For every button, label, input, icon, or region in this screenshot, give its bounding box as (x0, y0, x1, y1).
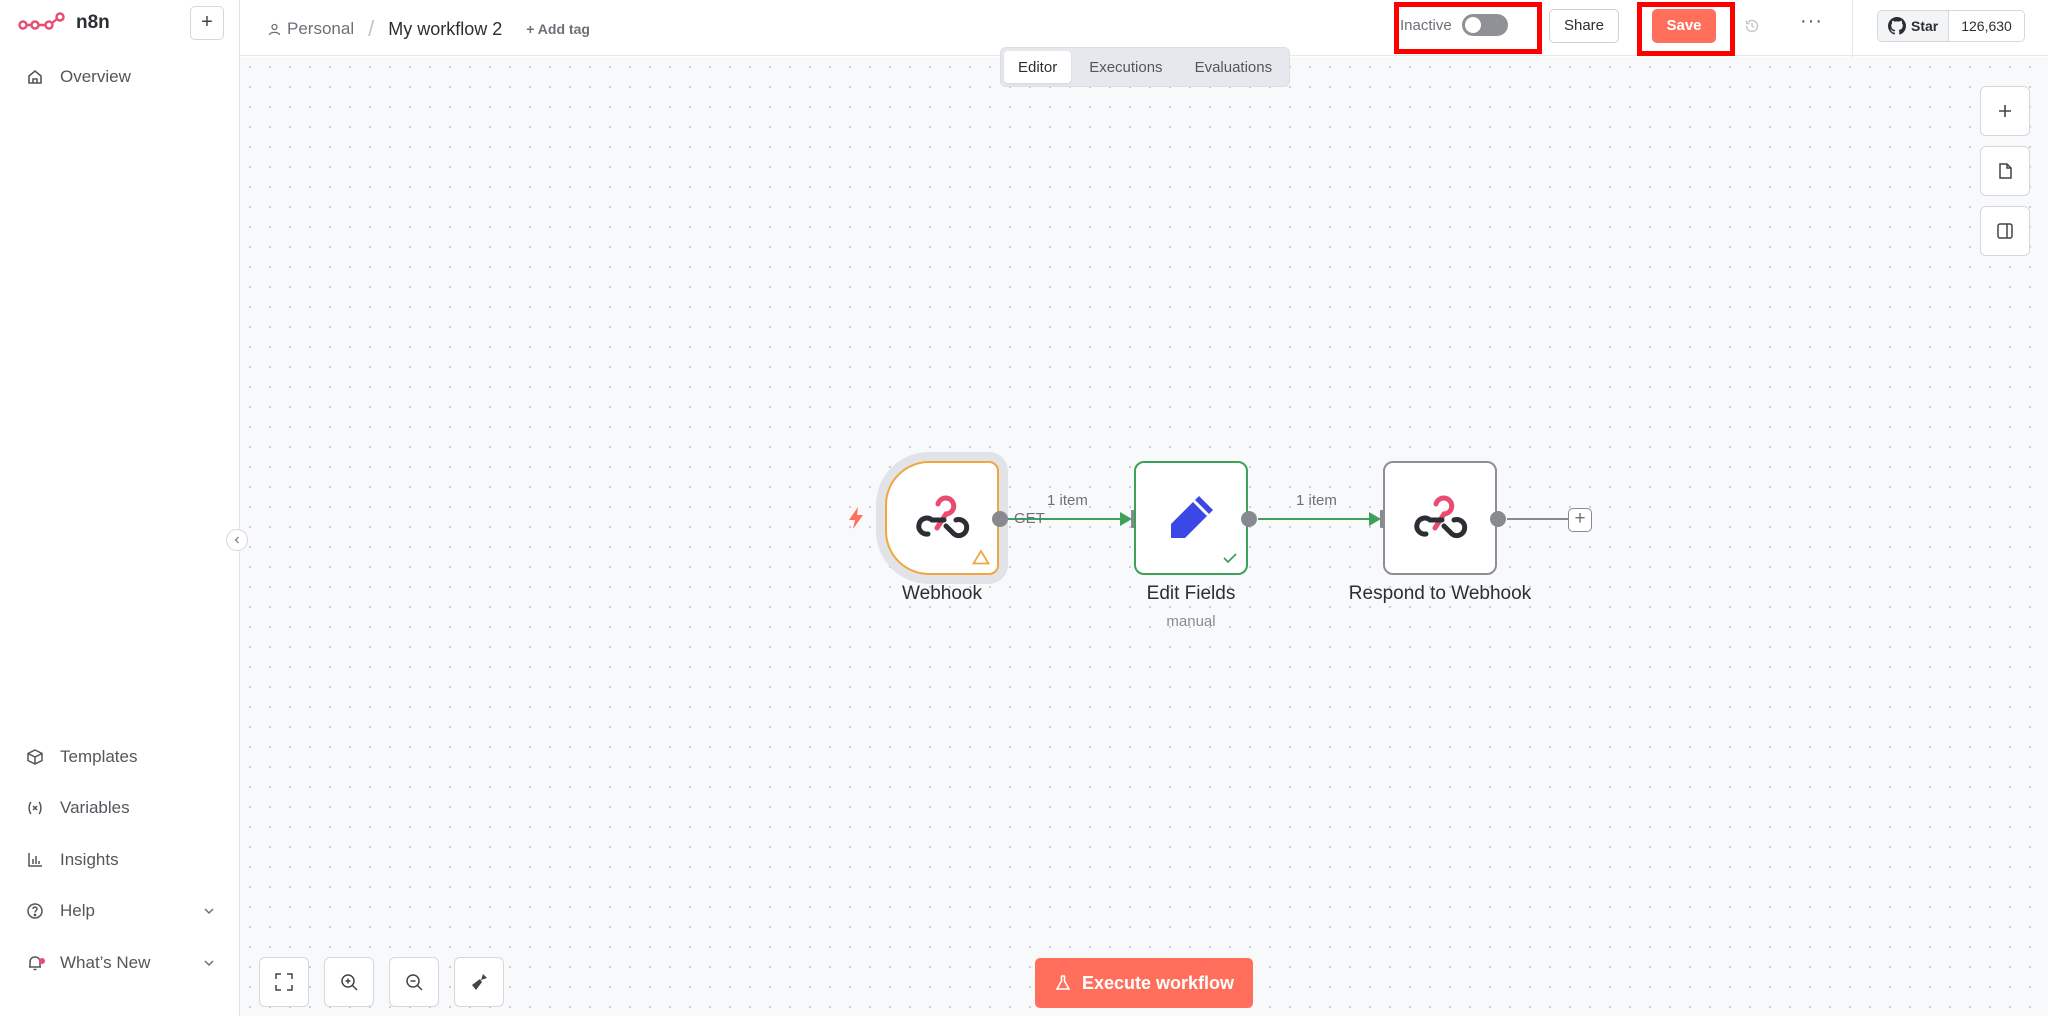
share-button[interactable]: Share (1549, 9, 1619, 43)
output-port[interactable] (1490, 511, 1506, 527)
box-icon (26, 748, 44, 766)
save-button[interactable]: Save (1652, 9, 1716, 43)
node-respond-to-webhook[interactable] (1383, 461, 1497, 575)
active-toggle[interactable] (1461, 14, 1508, 36)
github-star-count: 126,630 (1949, 11, 2024, 41)
pencil-icon (1171, 496, 1213, 538)
sidebar-item-whats-new[interactable]: What’s New (26, 948, 216, 978)
broom-icon (472, 974, 487, 990)
app-logo[interactable]: n8n (18, 10, 110, 36)
execute-workflow-button[interactable]: Execute workflow (1035, 958, 1253, 1008)
output-port[interactable] (1241, 511, 1257, 527)
user-icon (268, 23, 281, 35)
tidy-up-button[interactable] (454, 957, 504, 1007)
breadcrumb-separator: / (368, 16, 375, 41)
sidebar-item-help[interactable]: Help (26, 896, 216, 926)
node-webhook[interactable] (885, 461, 999, 575)
fit-view-icon (275, 973, 293, 991)
connection-label: 1 item (1047, 492, 1088, 509)
sidebar-item-insights[interactable]: Insights (26, 845, 216, 875)
plus-icon (1999, 105, 2011, 117)
sidebar: n8n + Overview Templates Variables Insig… (0, 0, 240, 1016)
add-tag-button[interactable]: + Add tag (526, 21, 590, 37)
sidebar-item-label: Variables (60, 798, 130, 817)
github-star-button[interactable]: Star (1878, 11, 1950, 41)
create-button[interactable]: + (190, 6, 224, 40)
add-next-node-button[interactable]: + (1568, 508, 1592, 532)
active-status-label: Inactive (1400, 16, 1452, 34)
execute-workflow-label: Execute workflow (1081, 972, 1235, 993)
zoom-in-button[interactable] (324, 957, 374, 1007)
sidebar-collapse-button[interactable] (226, 529, 248, 551)
panel-icon (1997, 223, 2013, 239)
chevron-down-icon (204, 908, 214, 915)
tab-evaluations[interactable]: Evaluations (1194, 58, 1273, 76)
github-star-label: Star (1911, 18, 1939, 34)
workflow-name[interactable]: My workflow 2 (388, 18, 503, 39)
check-icon (1223, 553, 1237, 564)
tab-executions[interactable]: Executions (1089, 58, 1163, 76)
zoom-out-button[interactable] (389, 957, 439, 1007)
chevron-left-icon (234, 536, 239, 544)
tab-editor[interactable]: Editor (1004, 51, 1072, 83)
zoom-out-icon (406, 974, 423, 991)
history-icon[interactable] (1744, 18, 1760, 34)
zoom-to-fit-button[interactable] (259, 957, 309, 1007)
github-icon (1888, 17, 1906, 35)
chevron-down-icon (204, 960, 214, 967)
output-port[interactable] (992, 511, 1008, 527)
app-name: n8n (76, 12, 110, 33)
project-name: Personal (287, 19, 355, 38)
sidebar-item-label: What’s New (60, 953, 151, 972)
sidebar-item-variables[interactable]: Variables (26, 793, 216, 823)
notification-dot (39, 958, 45, 964)
webhook-icon (916, 495, 970, 539)
toggle-panel-button[interactable] (1980, 206, 2030, 256)
breadcrumb: Personal / My workflow 2 + Add tag (268, 16, 590, 42)
active-toggle-group: Inactive (1400, 8, 1508, 42)
sidebar-item-label: Insights (60, 850, 119, 869)
zoom-in-icon (341, 974, 358, 991)
breadcrumb-project[interactable]: Personal (268, 19, 354, 39)
view-tabs: Editor Executions Evaluations (1000, 47, 1290, 87)
help-icon (26, 902, 44, 920)
highlight-box-save (1637, 2, 1735, 56)
node-subtitle: manual (1166, 613, 1216, 630)
flask-icon (1055, 975, 1071, 990)
add-node-button[interactable] (1980, 86, 2030, 136)
connection-label: 1 item (1296, 492, 1337, 509)
highlight-box-toggle (1394, 2, 1542, 54)
node-edit-fields[interactable] (1134, 461, 1248, 575)
warning-icon (972, 549, 990, 565)
chart-icon (26, 851, 44, 869)
sidebar-item-overview[interactable]: Overview (26, 62, 216, 92)
sidebar-item-label: Templates (60, 747, 138, 766)
node-label: Webhook (902, 583, 982, 604)
n8n-logo-icon (18, 12, 65, 30)
lightning-icon (849, 507, 863, 529)
sidebar-item-templates[interactable]: Templates (26, 742, 216, 772)
sidebar-item-label: Overview (60, 67, 131, 86)
node-label: Edit Fields (1146, 583, 1236, 604)
sticky-note-icon (1999, 163, 2012, 179)
header-divider (1852, 0, 1853, 60)
add-sticky-button[interactable] (1980, 146, 2030, 196)
sidebar-item-label: Help (60, 901, 95, 920)
variable-icon (26, 799, 44, 817)
bell-icon (26, 954, 45, 972)
webhook-icon (1414, 495, 1468, 539)
github-star-widget[interactable]: Star 126,630 (1877, 10, 2025, 42)
more-options-icon[interactable]: ··· (1800, 10, 1823, 32)
home-icon (26, 68, 44, 86)
node-label: Respond to Webhook (1348, 583, 1532, 604)
output-label: GET (1014, 510, 1045, 527)
